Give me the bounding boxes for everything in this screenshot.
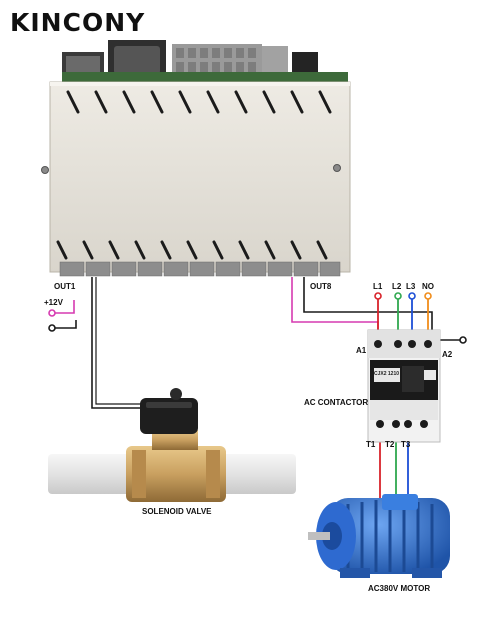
motor-label: AC380V MOTOR <box>368 584 431 593</box>
wire-out1-valve <box>91 277 142 409</box>
terminal-label-l2: L2 <box>392 282 402 291</box>
valve-label: SOLENOID VALVE <box>142 507 212 516</box>
out1-label: OUT1 <box>54 282 76 291</box>
terminal-label-no: NO <box>422 282 434 291</box>
terminal-label-l3: L3 <box>406 282 416 291</box>
terminal-label-a1: A1 <box>356 346 367 355</box>
terminal-label-a2: A2 <box>442 350 453 359</box>
wire-out8-black <box>303 277 460 341</box>
contactor-title: AC CONTACTOR <box>304 398 369 407</box>
terminal-12v <box>48 309 56 317</box>
terminal-label-t3: T3 <box>401 440 411 449</box>
wire-out1-valve-2 <box>95 277 142 405</box>
wire-out8-pink <box>291 277 379 340</box>
terminal-label-t1: T1 <box>366 440 376 449</box>
controller-top-connectors <box>62 40 348 84</box>
terminal-common <box>48 324 56 332</box>
solenoid-valve <box>48 388 296 502</box>
brand-logo: KINCONY <box>10 8 146 37</box>
wire-12v-pink <box>52 300 75 314</box>
contactor-model: CJX2 1210 <box>374 371 400 377</box>
terminal-label-l1: L1 <box>373 282 383 291</box>
terminal-label-t2: T2 <box>385 440 395 449</box>
out8-label: OUT8 <box>310 282 332 291</box>
ac-motor <box>308 494 450 578</box>
ac-contactor <box>367 329 441 443</box>
terminal-a2-end <box>459 336 467 344</box>
wire-common-black <box>52 320 77 329</box>
controller-enclosure <box>41 81 351 277</box>
supply-label: +12V <box>44 298 63 307</box>
